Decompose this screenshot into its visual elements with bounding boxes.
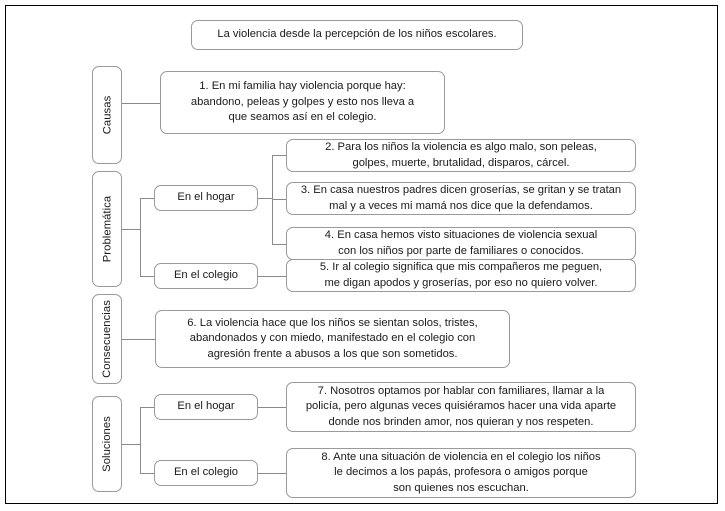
connector-problematica-stem bbox=[122, 229, 140, 230]
category-soluciones-label: Soluciones bbox=[101, 416, 114, 472]
item-box-8: 8. Ante una situación de violencia en el… bbox=[286, 448, 636, 498]
item-box-5: 5. Ir al colegio significa que mis compa… bbox=[286, 259, 636, 292]
mid-node-problematica-hogar-label: En el hogar bbox=[177, 191, 235, 204]
category-causas: Causas bbox=[92, 66, 122, 164]
connector-sol-hogar-to-item7 bbox=[258, 407, 286, 408]
connector-problematica-to-colegio bbox=[140, 276, 154, 277]
category-soluciones: Soluciones bbox=[92, 396, 122, 492]
item-box-3: 3. En casa nuestros padres dicen groserí… bbox=[286, 182, 636, 215]
mid-node-problematica-hogar: En el hogar bbox=[154, 185, 258, 211]
category-causas-label: Causas bbox=[101, 95, 114, 135]
item-text-4: 4. En casa hemos visto situaciones de vi… bbox=[324, 229, 598, 257]
connector-hogar-to-item4 bbox=[272, 244, 286, 245]
mid-node-soluciones-colegio-label: En el colegio bbox=[173, 466, 239, 479]
mid-node-problematica-colegio: En el colegio bbox=[154, 263, 258, 289]
connector-problematica-bus bbox=[140, 198, 141, 276]
connector-sol-colegio-to-item8 bbox=[258, 473, 286, 474]
item-box-1: 1. En mi familia hay violencia porque ha… bbox=[160, 71, 445, 134]
connector-problematica-to-hogar bbox=[140, 198, 154, 199]
connector-soluciones-to-colegio bbox=[140, 473, 154, 474]
mid-node-soluciones-hogar: En el hogar bbox=[154, 394, 258, 420]
diagram-outer-frame bbox=[5, 5, 718, 504]
category-problematica: Problemática bbox=[92, 171, 122, 287]
mid-node-soluciones-colegio: En el colegio bbox=[154, 460, 258, 486]
item-text-3: 3. En casa nuestros padres dicen groserí… bbox=[300, 184, 622, 212]
item-box-2: 2. Para los niños la violencia es algo m… bbox=[286, 139, 636, 172]
connector-colegio-to-item5 bbox=[258, 276, 286, 277]
connector-causas-item1 bbox=[122, 103, 160, 104]
mid-node-soluciones-hogar-label: En el hogar bbox=[177, 400, 235, 413]
connector-consecuencias-item6 bbox=[122, 339, 155, 340]
item-text-7: 7. Nosotros optamos por hablar con famil… bbox=[305, 384, 617, 428]
connector-soluciones-stem bbox=[122, 444, 140, 445]
connector-soluciones-to-hogar bbox=[140, 407, 154, 408]
item-text-2: 2. Para los niños la violencia es algo m… bbox=[325, 141, 597, 169]
connector-soluciones-bus bbox=[140, 407, 141, 473]
connector-hogar-to-item2 bbox=[272, 155, 286, 156]
mid-node-problematica-colegio-label: En el colegio bbox=[173, 269, 239, 282]
connector-hogar-to-item3 bbox=[272, 199, 286, 200]
title-text: La violencia desde la percepción de los … bbox=[217, 28, 497, 41]
item-box-6: 6. La violencia hace que los niños se si… bbox=[155, 310, 510, 368]
item-box-7: 7. Nosotros optamos por hablar con famil… bbox=[286, 382, 636, 432]
category-consecuencias-label: Consecuencias bbox=[101, 300, 114, 378]
item-text-5: 5. Ir al colegio significa que mis compa… bbox=[319, 261, 603, 289]
item-box-4: 4. En casa hemos visto situaciones de vi… bbox=[286, 227, 636, 260]
connector-hogar-stem bbox=[258, 198, 272, 199]
title-box: La violencia desde la percepción de los … bbox=[191, 20, 523, 50]
category-problematica-label: Problemática bbox=[101, 195, 113, 263]
item-text-1: 1. En mi familia hay violencia porque ha… bbox=[190, 80, 415, 124]
item-text-6: 6. La violencia hace que los niños se si… bbox=[187, 316, 478, 360]
item-text-8: 8. Ante una situación de violencia en el… bbox=[321, 450, 601, 494]
category-consecuencias: Consecuencias bbox=[92, 294, 122, 384]
